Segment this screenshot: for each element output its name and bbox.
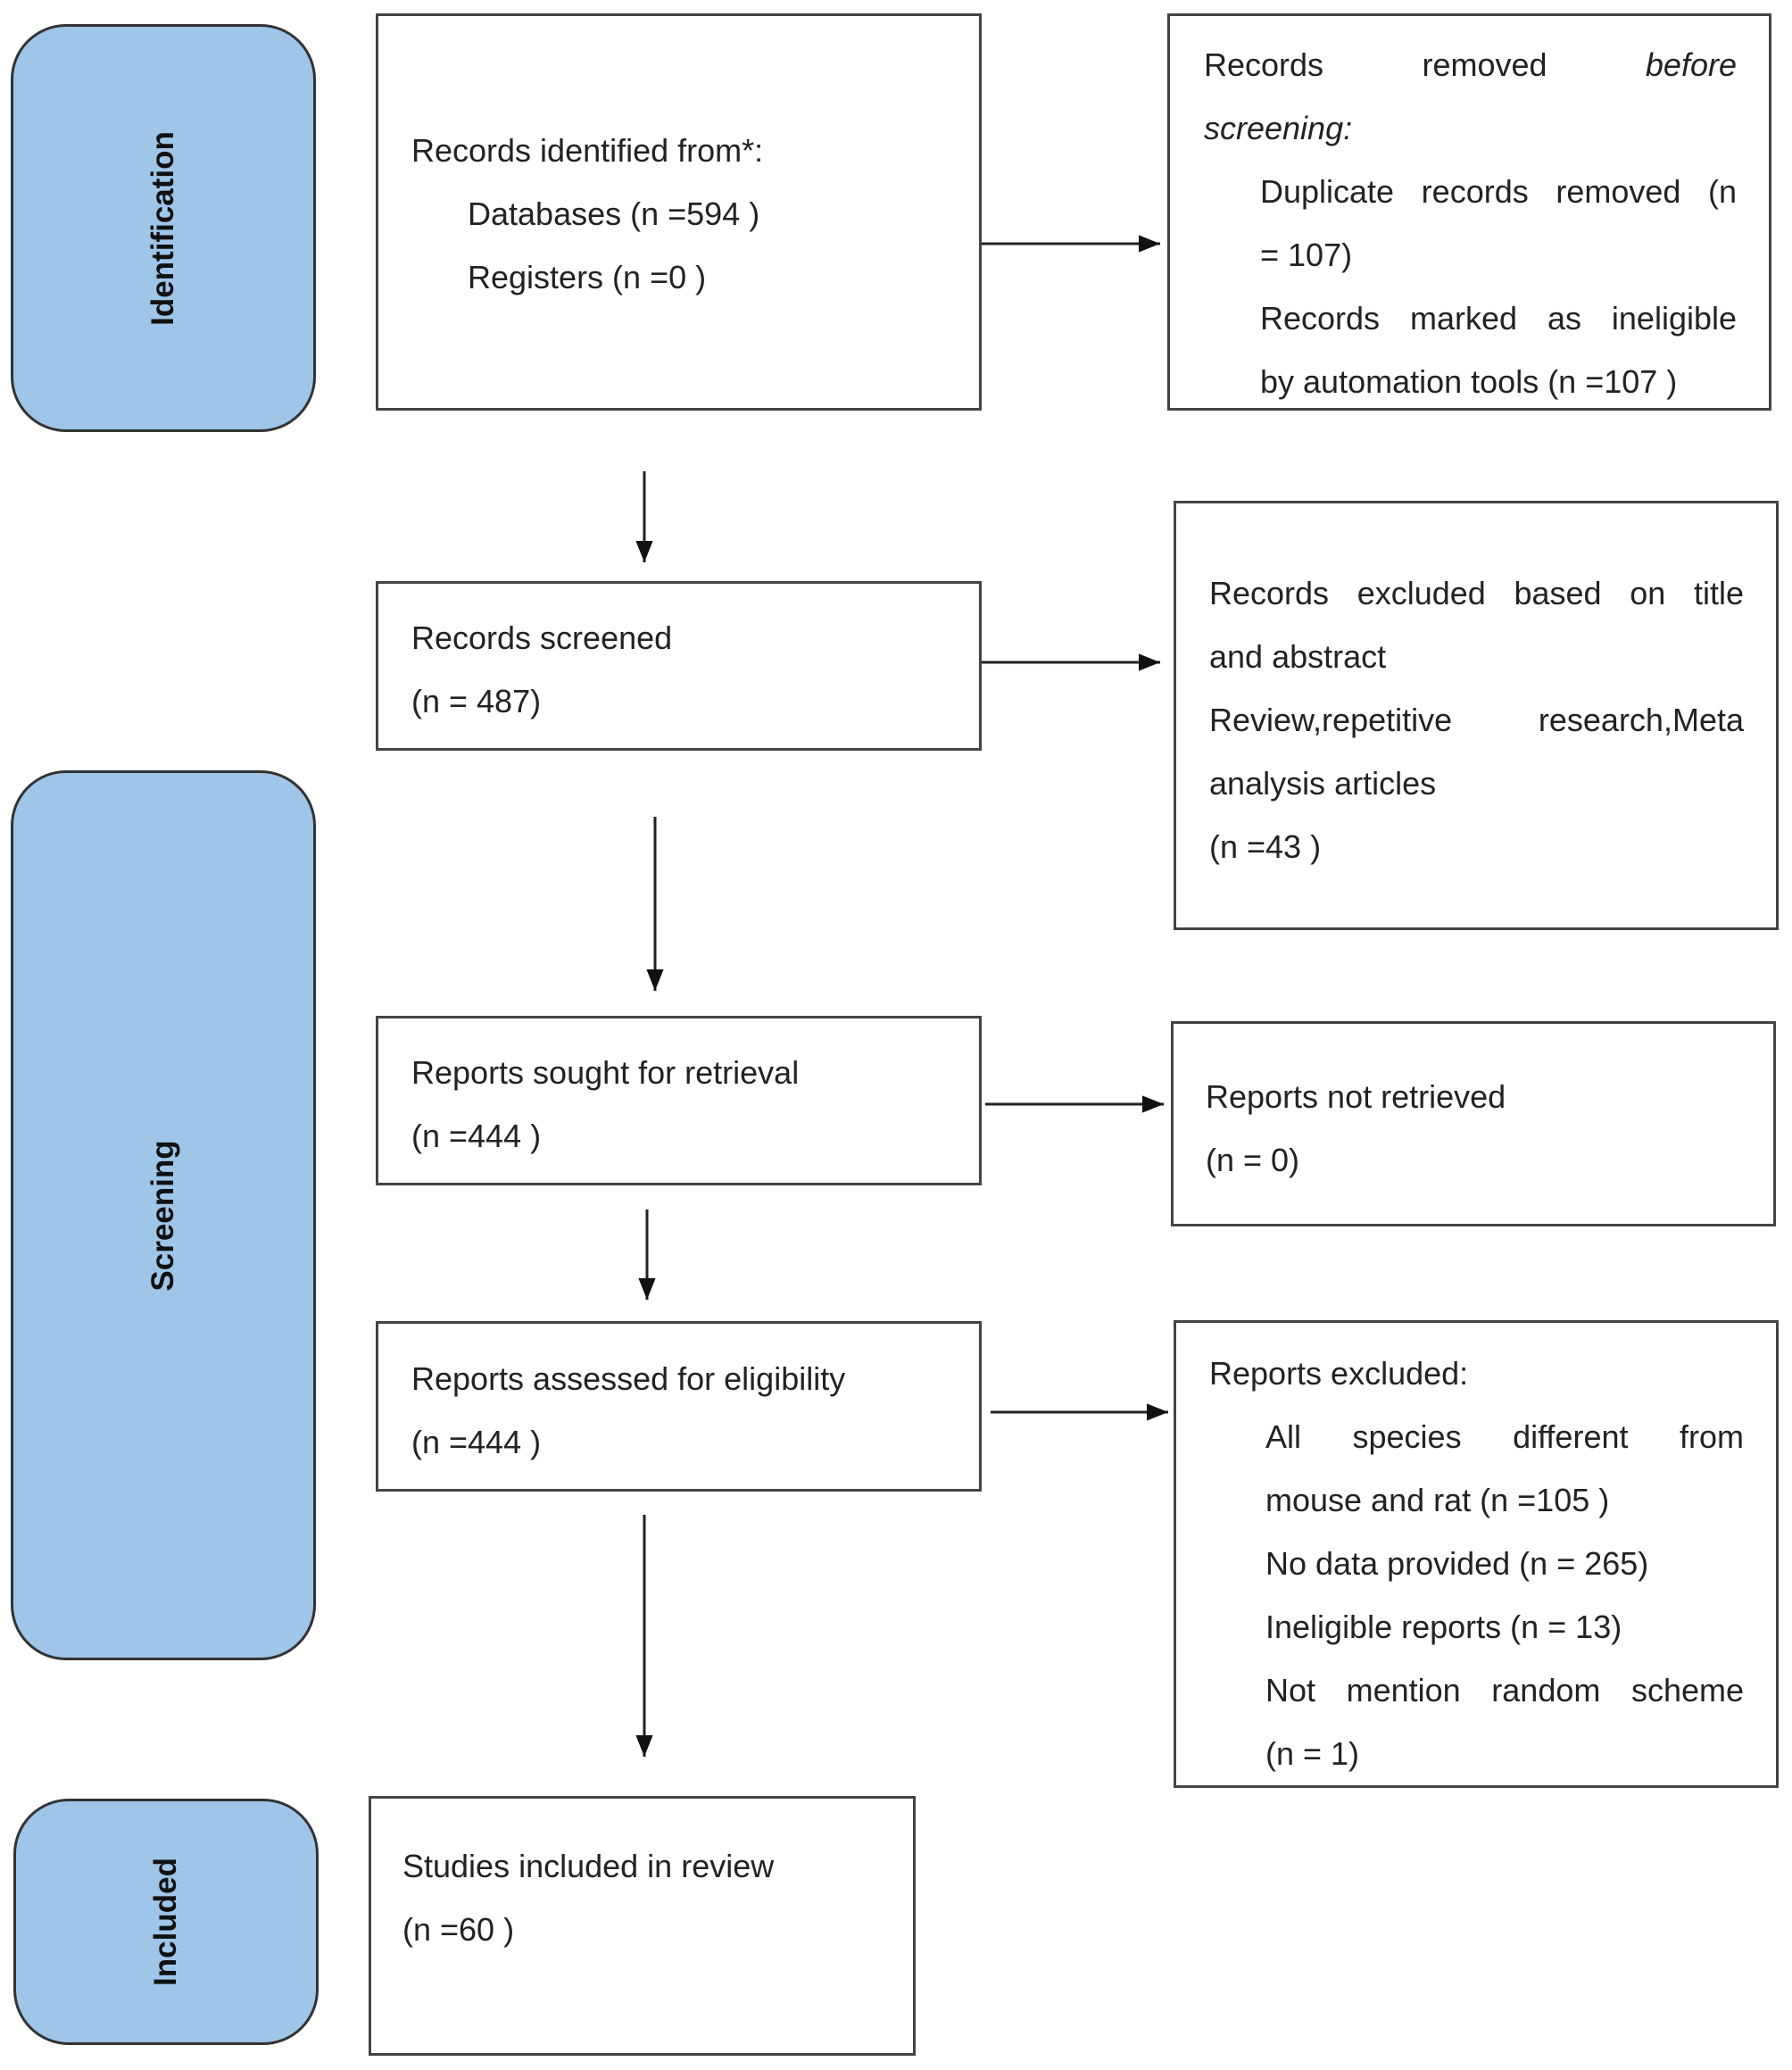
title-word: before xyxy=(1645,46,1737,83)
box-count: (n =60 ) xyxy=(402,1911,515,1948)
exclusion-reason: Ineligible reports (n = 13) xyxy=(1265,1609,1622,1645)
records-excluded-box: Records excluded based on title and abst… xyxy=(1174,501,1779,930)
box-title: Records removed before xyxy=(1204,33,1737,96)
box-title: Reports assessed for eligibility xyxy=(411,1360,846,1397)
box-count: (n = 487) xyxy=(411,683,542,719)
phase-screening: Screening xyxy=(11,770,316,1660)
exclusion-reason: Not mention random scheme xyxy=(1265,1672,1744,1708)
exclusion-reason: (n = 1) xyxy=(1265,1735,1360,1772)
box-title: Reports sought for retrieval xyxy=(411,1054,800,1091)
databases-count: Databases (n =594 ) xyxy=(468,195,760,232)
reports-assessed-box: Reports assessed for eligibility (n =444… xyxy=(376,1321,982,1492)
box-title: Reports not retrieved xyxy=(1206,1078,1506,1115)
records-removed-box: Records removed before screening: Duplic… xyxy=(1167,13,1771,411)
exclusion-reason: Review,repetitive research,Meta xyxy=(1209,702,1744,738)
phase-identification: Identification xyxy=(11,24,316,432)
records-screened-box: Records screened (n = 487) xyxy=(376,581,982,751)
title-word: removed xyxy=(1422,46,1547,83)
studies-included-box: Studies included in review (n =60 ) xyxy=(369,1796,916,2056)
registers-count: Registers (n =0 ) xyxy=(468,259,707,295)
box-title: and abstract xyxy=(1209,638,1387,675)
box-title: Reports excluded: xyxy=(1209,1355,1469,1392)
box-count: (n = 0) xyxy=(1206,1142,1300,1178)
box-title: Records identified from*: xyxy=(411,132,764,169)
box-title: Studies included in review xyxy=(402,1848,775,1884)
exclusion-reason: mouse and rat (n =105 ) xyxy=(1265,1482,1610,1518)
box-count: (n =43 ) xyxy=(1209,828,1322,865)
exclusion-reason: analysis articles xyxy=(1209,765,1437,802)
title-word: screening: xyxy=(1204,110,1353,146)
box-title: Records excluded based on title xyxy=(1209,575,1744,611)
records-identified-box: Records identified from*: Databases (n =… xyxy=(376,13,982,411)
exclusion-reason: No data provided (n = 265) xyxy=(1265,1545,1649,1582)
reports-not-retrieved-box: Reports not retrieved (n = 0) xyxy=(1171,1021,1776,1226)
box-title: Records screened xyxy=(411,619,673,656)
phase-included: Included xyxy=(13,1799,319,2045)
automation-ineligible: Records marked as ineligible xyxy=(1260,300,1737,337)
title-word: Records xyxy=(1204,46,1324,83)
duplicates-removed-count: = 107) xyxy=(1260,237,1353,273)
exclusion-reason: All species different from xyxy=(1265,1418,1744,1455)
duplicates-removed: Duplicate records removed (n xyxy=(1260,173,1737,210)
box-count: (n =444 ) xyxy=(411,1424,542,1460)
reports-excluded-box: Reports excluded: All species different … xyxy=(1174,1320,1779,1788)
automation-ineligible-count: by automation tools (n =107 ) xyxy=(1260,363,1678,400)
box-count: (n =444 ) xyxy=(411,1118,542,1154)
reports-sought-box: Reports sought for retrieval (n =444 ) xyxy=(376,1016,982,1185)
